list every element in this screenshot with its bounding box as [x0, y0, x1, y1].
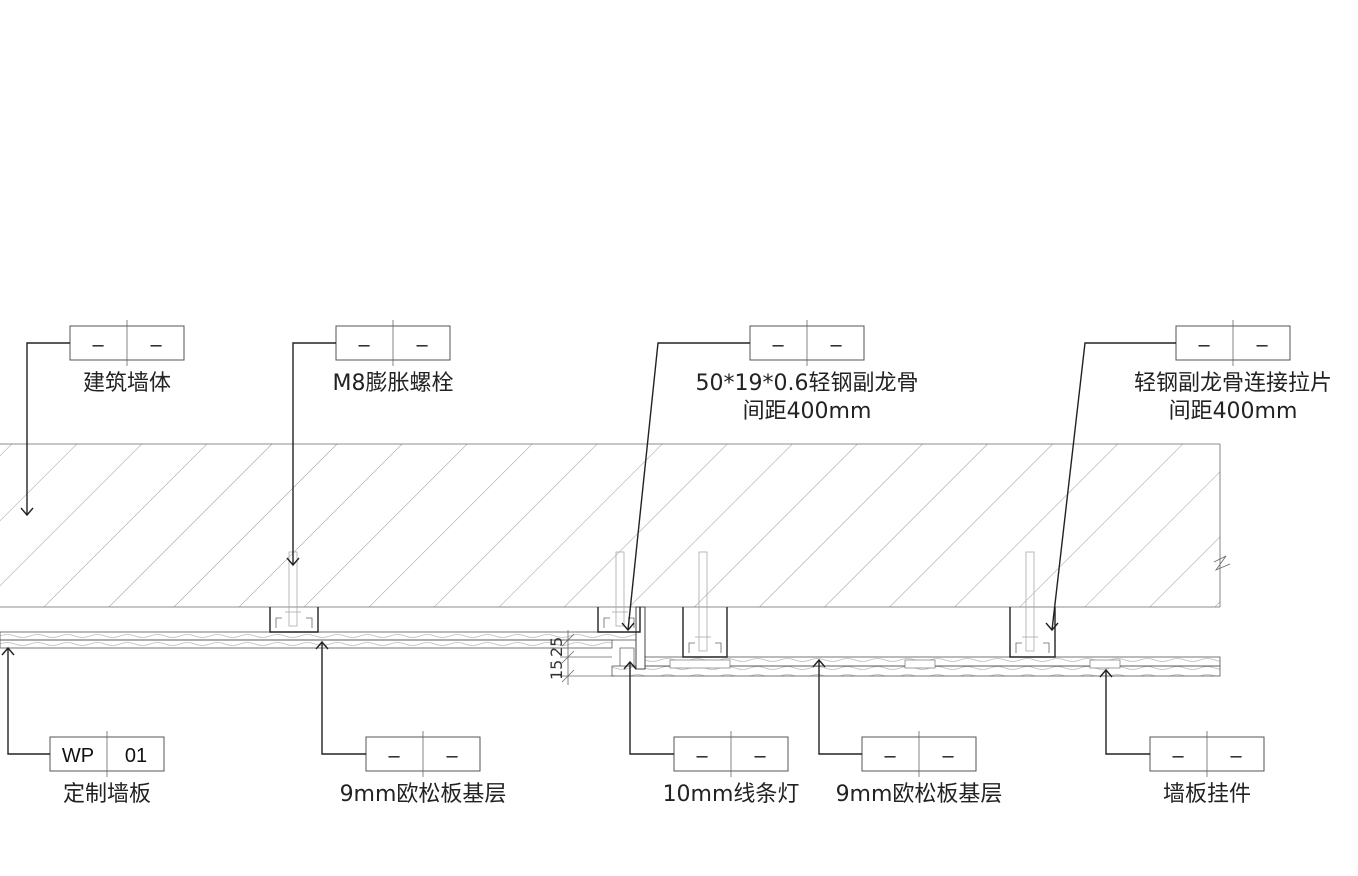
steel-channel: [682, 551, 728, 658]
leader-line: [1051, 342, 1176, 631]
arrow-up-icon: [1099, 668, 1113, 678]
expansion-bolt: [695, 551, 711, 652]
callout-label: 9mm欧松板基层: [836, 782, 1003, 807]
callout-top: – – 建筑墙体: [20, 320, 185, 517]
arrow-down-icon: [20, 507, 34, 517]
callout-label: 间距400mm: [1169, 399, 1298, 424]
tag-left: WP: [62, 745, 94, 767]
callout-top: – – M8膨胀螺栓: [286, 320, 454, 567]
arrow-down-icon: [621, 622, 635, 632]
dimension-marks: 25 15: [547, 630, 612, 685]
callout-label: M8膨胀螺栓: [333, 371, 454, 396]
steel-channel: [1009, 551, 1056, 658]
callout-label: 墙板挂件: [1163, 782, 1251, 807]
tag-right: –: [942, 745, 954, 767]
tag-left: –: [358, 334, 370, 356]
tag-right: –: [1230, 745, 1242, 767]
expansion-bolt: [612, 551, 628, 627]
callout-label: 建筑墙体: [83, 371, 171, 396]
arrow-up-icon: [1, 646, 15, 656]
callout-bottom: – – 9mm欧松板基层: [315, 640, 507, 807]
tag-right: –: [416, 334, 428, 356]
tag-right: –: [830, 334, 842, 356]
building-wall: [0, 443, 1231, 608]
arrow-down-icon: [1045, 622, 1059, 632]
leader-line: [818, 660, 862, 755]
callout-label: 定制墙板: [63, 782, 151, 807]
expansion-bolt: [1022, 551, 1038, 652]
leader-line: [627, 342, 750, 631]
callout-bottom: – – 10mm线条灯: [623, 660, 800, 807]
steel-channel: [597, 551, 641, 633]
callout-label: 间距400mm: [743, 399, 872, 424]
tag-right: –: [754, 745, 766, 767]
leader-line: [1105, 670, 1150, 755]
callout-label: 9mm欧松板基层: [340, 782, 507, 807]
dimension-25: 25: [547, 637, 566, 657]
leader-line: [7, 648, 50, 755]
callouts: ––建筑墙体––M8膨胀螺栓––50*19*0.6轻钢副龙骨间距400mm––轻…: [1, 320, 1332, 807]
tag-left: –: [696, 745, 708, 767]
callout-label: 10mm线条灯: [663, 782, 800, 807]
leader-line: [292, 342, 336, 565]
steel-channel: [269, 551, 319, 633]
wall-panel-right: [611, 606, 1221, 677]
callout-bottom: – – 墙板挂件: [1099, 668, 1265, 807]
tag-right: –: [150, 334, 162, 356]
arrow-up-icon: [623, 660, 637, 670]
dimension-15: 15: [547, 660, 566, 680]
callout-label: 50*19*0.6轻钢副龙骨: [696, 371, 919, 396]
break-mark-icon: [1213, 555, 1231, 571]
tag-left: –: [1172, 745, 1184, 767]
tag-left: –: [772, 334, 784, 356]
callout-bottom: WP 01 定制墙板: [1, 646, 165, 807]
callout-label: 轻钢副龙骨连接拉片: [1134, 371, 1332, 396]
arrow-up-icon: [812, 658, 826, 668]
arrow-up-icon: [315, 640, 329, 650]
wall-panel-left: [0, 631, 641, 649]
arrow-down-icon: [286, 557, 300, 567]
steel-channels: [269, 551, 1056, 658]
leader-line: [321, 642, 366, 755]
tag-left: –: [92, 334, 104, 356]
tag-left: –: [388, 745, 400, 767]
leader-line: [629, 662, 674, 755]
tag-left: –: [884, 745, 896, 767]
tag-left: –: [1198, 334, 1210, 356]
leader-line: [26, 342, 70, 515]
tag-right: –: [1256, 334, 1268, 356]
tag-right: 01: [125, 745, 147, 767]
tag-right: –: [446, 745, 458, 767]
callout-bottom: – – 9mm欧松板基层: [812, 658, 1003, 807]
